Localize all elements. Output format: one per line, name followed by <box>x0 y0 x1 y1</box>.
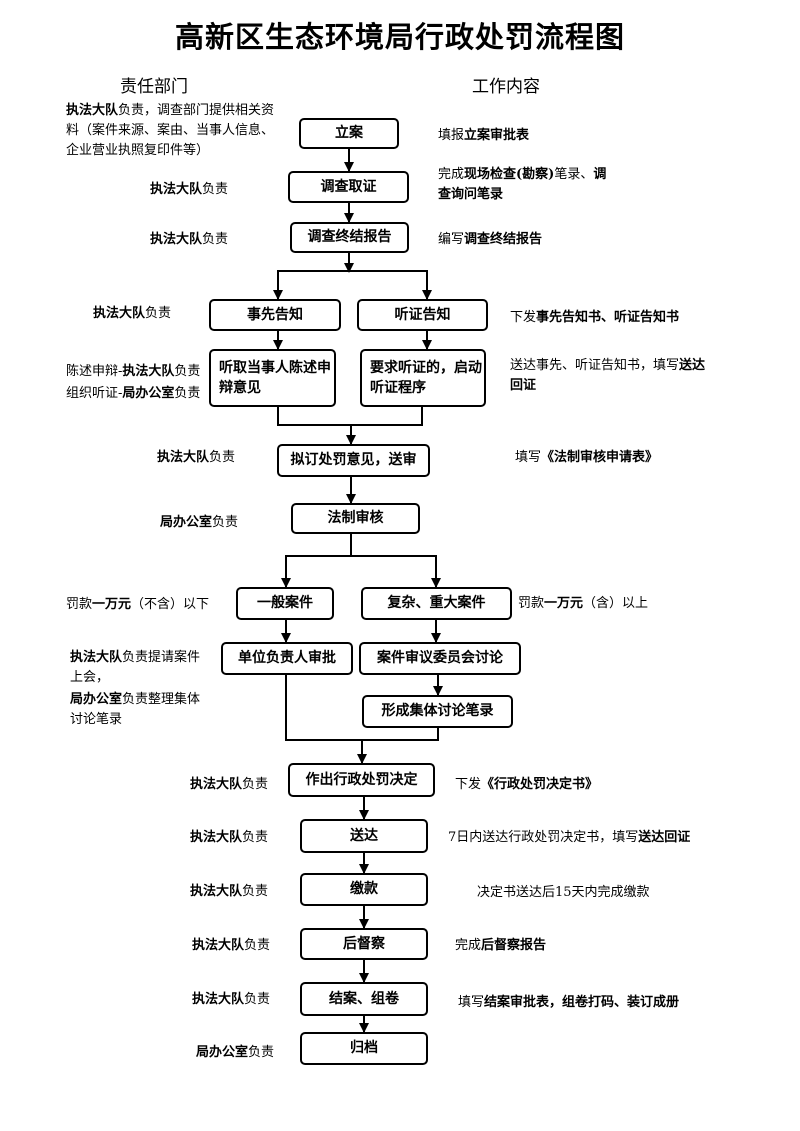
right-note-diaocha: 完成现场检查(勘察)笔录、调查询问笔录 <box>438 167 607 203</box>
left-note-songda: 执法大队负责 <box>190 830 269 845</box>
right-note-lian: 填报立案审批表 <box>438 128 530 143</box>
right-note-houdu: 完成后督察报告 <box>455 938 547 953</box>
left-note-jiaokuan: 执法大队负责 <box>190 884 269 899</box>
header-work-content: 工作内容 <box>472 77 540 97</box>
left-note-fakuan-low: 罚款一万元（不含）以下 <box>66 597 210 612</box>
merge-line-gaozhi <box>277 407 423 426</box>
left-note-zhongjie: 执法大队负责 <box>150 232 229 247</box>
right-note-niding: 填写《法制审核申请表》 <box>515 450 659 465</box>
left-note-guidang: 局办公室负责 <box>196 1045 275 1060</box>
right-note-songda: 7日内送达行政处罚决定书，填写送达回证 <box>448 830 691 845</box>
box-niding: 拟订处罚意见，送审 <box>277 444 430 477</box>
box-qidong: 要求听证的，启动听证程序 <box>360 349 486 407</box>
box-shenyi: 案件审议委员会讨论 <box>359 642 521 675</box>
page-title: 高新区生态环境局行政处罚流程图 <box>174 20 625 54</box>
right-note-zhongjie: 编写调查终结报告 <box>438 232 543 247</box>
split-line-anjian <box>285 555 437 585</box>
left-note-taolun-1: 执法大队负责提请案件上会， <box>70 650 201 686</box>
left-note-taolun-2: 局办公室负责整理集体讨论笔录 <box>70 692 201 728</box>
box-diaocha: 调查取证 <box>288 171 409 203</box>
box-chenshu: 听取当事人陈述申辩意见 <box>209 349 336 407</box>
header-department: 责任部门 <box>120 77 188 97</box>
left-note-zuochu: 执法大队负责 <box>190 777 269 792</box>
right-note-zuochu: 下发《行政处罚决定书》 <box>455 777 599 792</box>
left-note-chenshu-1: 陈述申辩-执法大队负责 <box>66 364 201 379</box>
right-note-songda-notice: 送达事先、听证告知书，填写送达回证 <box>510 358 706 394</box>
merge-line-danwei <box>285 675 362 741</box>
left-note-lian: 执法大队负责，调查部门提供相关资料（案件来源、案由、当事人信息、企业营业执照复印… <box>66 103 275 159</box>
box-zuochu: 作出行政处罚决定 <box>288 763 435 797</box>
box-fuza: 复杂、重大案件 <box>361 587 512 620</box>
left-note-diaocha: 执法大队负责 <box>150 182 229 197</box>
right-note-jiaokuan: 决定书送达后15天内完成缴款 <box>477 885 650 900</box>
box-jiaokuan: 缴款 <box>300 873 428 906</box>
box-yiban: 一般案件 <box>236 587 334 620</box>
right-note-gaozhi: 下发事先告知书、听证告知书 <box>510 310 680 325</box>
box-jiean: 结案、组卷 <box>300 982 428 1016</box>
box-shixian: 事先告知 <box>209 299 341 331</box>
box-zhongjie: 调查终结报告 <box>290 222 409 253</box>
right-note-jiean: 填写结案审批表，组卷打码、装订成册 <box>458 995 680 1010</box>
box-tingzheng: 听证告知 <box>357 299 488 331</box>
left-note-jiean: 执法大队负责 <box>192 992 271 1007</box>
box-fazhi: 法制审核 <box>291 503 420 534</box>
right-note-fakuan-high: 罚款一万元（含）以上 <box>518 596 649 611</box>
merge-line-jiti <box>362 728 439 741</box>
left-note-houdu: 执法大队负责 <box>192 938 271 953</box>
split-line-gaozhi <box>277 270 428 299</box>
box-guidang: 归档 <box>300 1032 428 1065</box>
left-note-fazhi: 局办公室负责 <box>160 515 239 530</box>
box-songda: 送达 <box>300 819 428 853</box>
left-note-gaozhi: 执法大队负责 <box>93 306 172 321</box>
left-note-chenshu-2: 组织听证-局办公室负责 <box>66 386 201 401</box>
box-lian: 立案 <box>299 118 399 149</box>
box-jiti: 形成集体讨论笔录 <box>362 695 513 728</box>
left-note-niding: 执法大队负责 <box>157 450 236 465</box>
box-danwei: 单位负责人审批 <box>221 642 353 675</box>
box-houdu: 后督察 <box>300 928 428 960</box>
